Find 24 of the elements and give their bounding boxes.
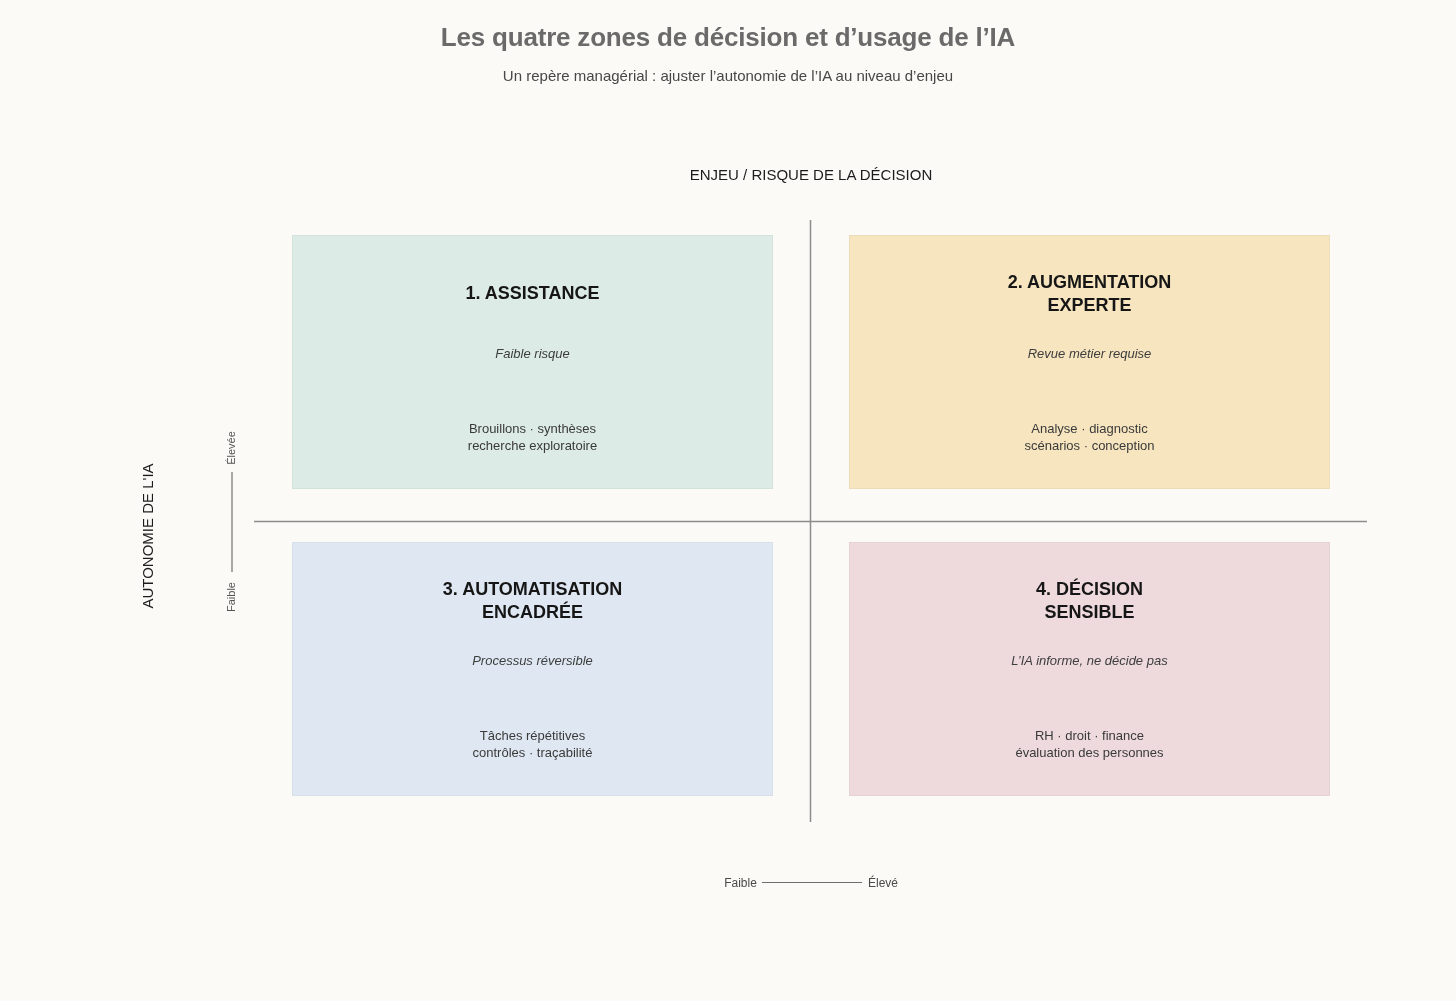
example-list: Analyse · diagnostic scénarios · conception (1004, 421, 1175, 455)
quadrant-heading: 1. ASSISTANCE (465, 281, 600, 305)
quadrant-box (292, 542, 773, 796)
quadrant-box (849, 235, 1330, 489)
example-list: Tâches répétitives contrôles · traçabilité (447, 728, 618, 762)
risk-note: L’IA informe, ne décide pas (1011, 652, 1168, 670)
quadrant-box (292, 235, 773, 489)
scale-label: Faible (724, 875, 757, 890)
axis-title: AUTONOMIE DE L'IA (139, 463, 157, 609)
diagram-title: Les quatre zones de décision et d’usage de l’IA (440, 22, 1016, 53)
example-list: Brouillons · synthèses recherche exploratoire (447, 421, 618, 455)
scale-label: Élevée (225, 431, 239, 465)
scale-label: Faible (225, 582, 239, 612)
quadrant-box (849, 542, 1330, 796)
quadrant-heading: 4. DÉCISION SENSIBLE (1035, 577, 1144, 623)
axis-title: ENJEU / RISQUE DE LA DÉCISION (689, 166, 933, 184)
quadrant-heading: 2. AUGMENTATION EXPERTE (1006, 270, 1173, 316)
risk-note: Revue métier requise (1027, 345, 1152, 363)
diagram-subtitle: Un repère managérial : ajuster l’autonomie de l’IA au niveau d’enjeu (502, 67, 954, 85)
risk-note: Faible risque (495, 345, 570, 363)
scale-label: Élevé (868, 875, 898, 890)
quadrant-heading: 3. AUTOMATISATION ENCADRÉE (441, 577, 624, 623)
risk-note: Processus réversible (472, 652, 593, 670)
example-list: RH · droit · finance évaluation des personnes (1004, 728, 1175, 762)
